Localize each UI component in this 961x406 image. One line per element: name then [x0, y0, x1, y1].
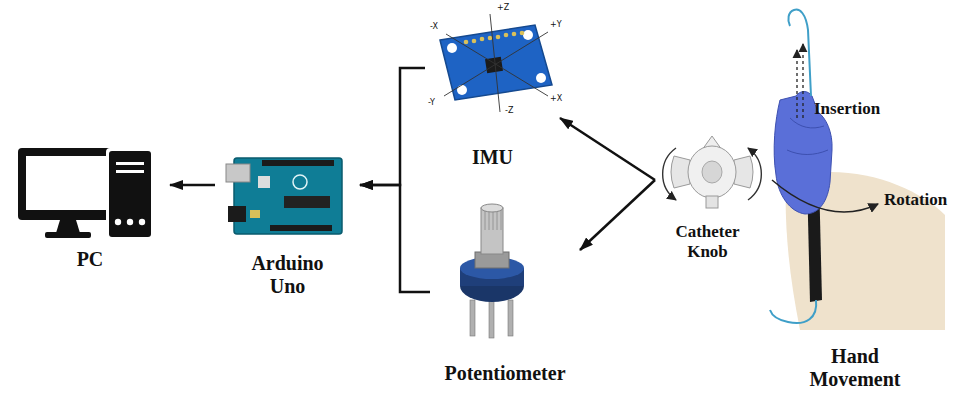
motion-label: Insertion — [814, 99, 880, 119]
node-label: Potentiometer — [444, 362, 565, 385]
pc-icon — [18, 148, 154, 240]
catheter-knob — [663, 136, 762, 208]
arrow-connector — [580, 180, 655, 250]
potentiometer-symbol — [460, 204, 524, 338]
sensor-node: IMU — [425, 4, 560, 169]
knob-node: Catheter Knob — [655, 128, 760, 261]
axis-label: -Y — [428, 98, 435, 107]
node-label: Hand Movement — [795, 345, 915, 391]
node-label: Catheter Knob — [663, 222, 753, 261]
sensor-node: Potentiometer — [430, 200, 580, 385]
arrow-connector — [360, 185, 430, 292]
node-label: IMU — [472, 146, 513, 169]
controller-node: Arduino Uno — [215, 148, 360, 298]
node-label: Arduino Uno — [240, 252, 335, 298]
axis-label: -X — [430, 22, 438, 31]
arrow-connector — [170, 184, 215, 187]
imu-board — [440, 14, 552, 112]
axis-label: +Y — [550, 20, 562, 29]
arrow-connector — [560, 118, 655, 180]
hand-illustration — [770, 10, 945, 330]
arrow-connector — [360, 68, 425, 185]
pc-node: PC — [10, 140, 170, 271]
motion-label: Rotation — [884, 190, 947, 210]
axis-label: +Z — [497, 3, 509, 12]
axis-label: +X — [550, 94, 562, 103]
axis-label: -Z — [505, 106, 513, 115]
node-label: PC — [77, 248, 104, 271]
arduino-board — [226, 158, 342, 234]
